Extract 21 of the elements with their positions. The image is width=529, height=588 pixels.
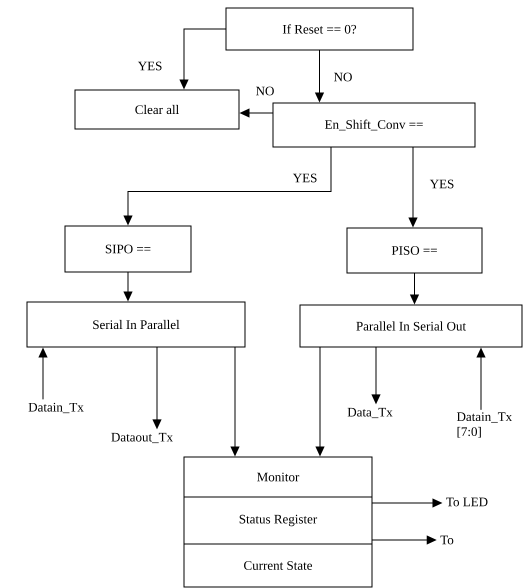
edge-label: NO	[254, 86, 276, 96]
process-box: PISO ==	[346, 228, 482, 274]
process-box: Serial In Parallel	[26, 302, 246, 348]
process-box: Current State	[184, 544, 372, 588]
signal-label: Data_Tx	[348, 408, 393, 418]
process-box: SIPO ==	[64, 226, 192, 272]
process-box: Clear all	[74, 90, 240, 130]
edge-label: YES	[136, 60, 168, 72]
signal-label: Datain_Tx	[28, 402, 84, 414]
process-box: Status Register	[184, 496, 372, 544]
signal-label: To LED	[446, 498, 488, 506]
signal-label: To	[440, 536, 454, 544]
process-box: En_Shift_Conv ==	[272, 102, 476, 148]
process-box: Parallel In Serial Out	[300, 304, 522, 348]
edge-label: YES	[428, 178, 456, 190]
process-box: If Reset == 0?	[226, 8, 414, 50]
edge-label: NO	[332, 72, 354, 82]
signal-label: Datain_Tx [7:0]	[456, 412, 512, 438]
edge-label: YES	[292, 172, 322, 184]
signal-label: Dataout_Tx	[111, 432, 173, 444]
process-box: Monitor	[184, 456, 372, 498]
